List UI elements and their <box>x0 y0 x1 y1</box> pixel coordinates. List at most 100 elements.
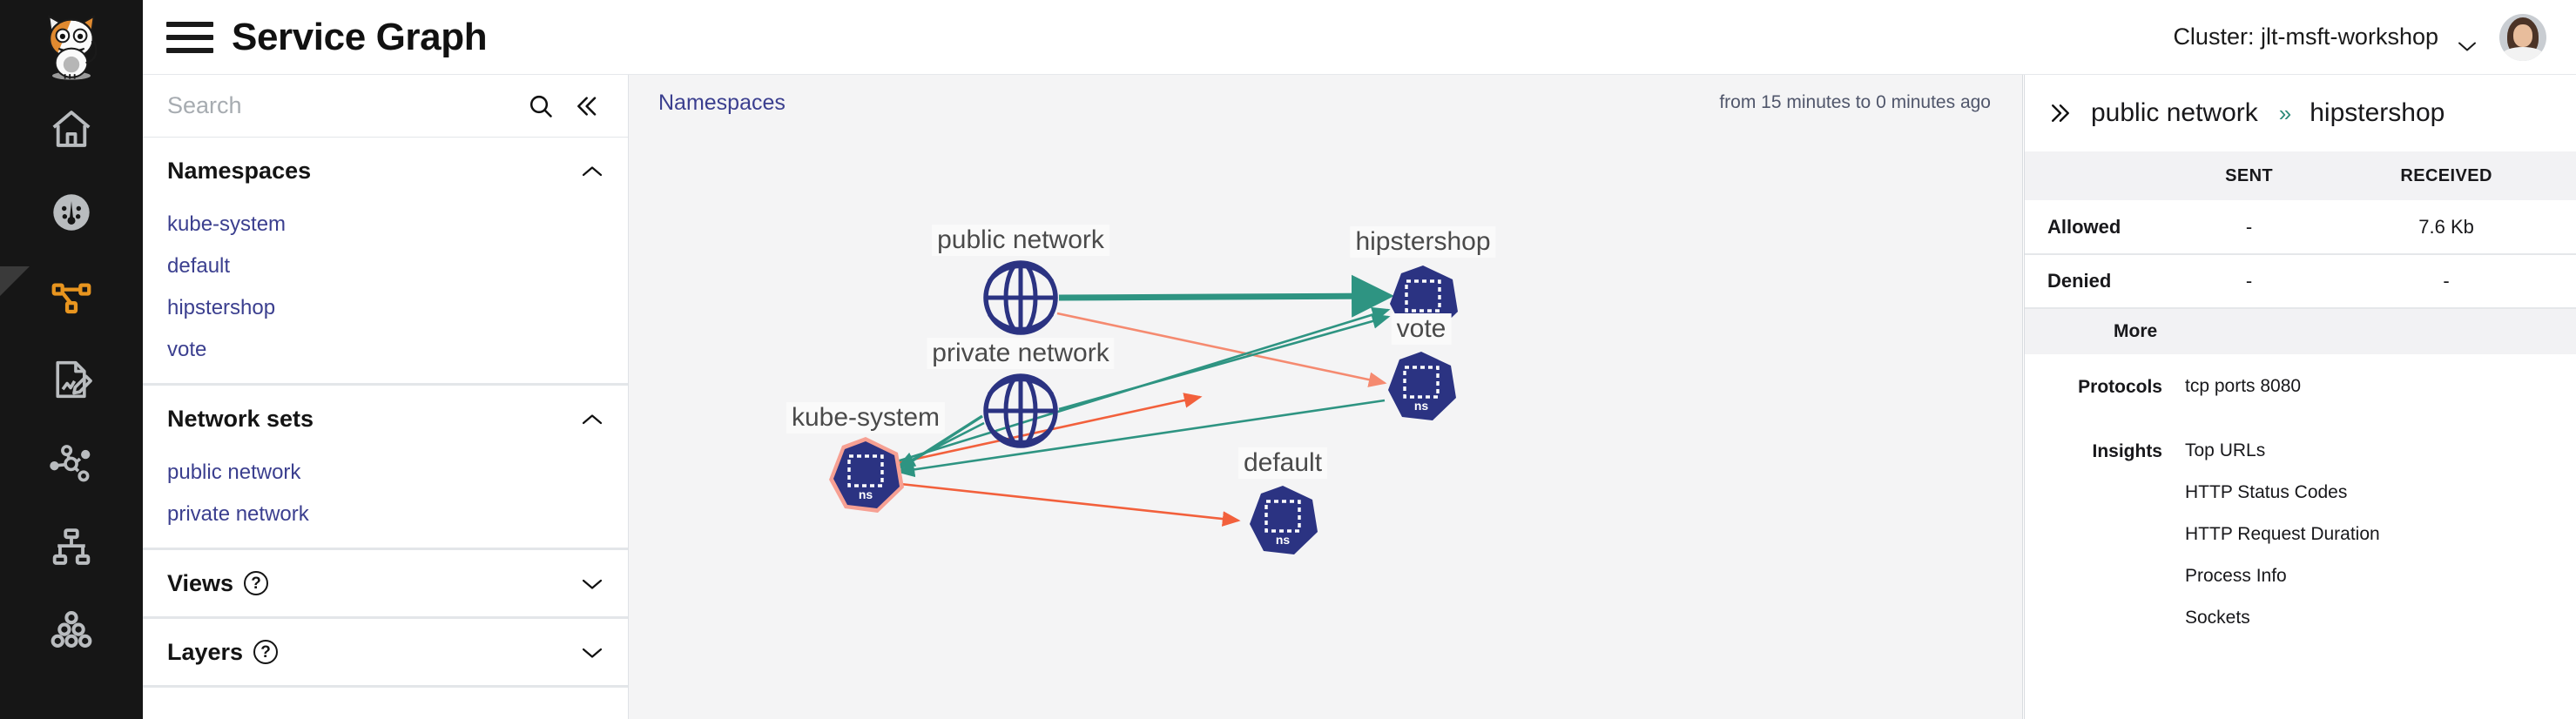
graph-node-kube-system[interactable]: ns <box>829 437 904 513</box>
traffic-table-header: SENT RECEIVED <box>2025 151 2576 200</box>
graph-node-vote[interactable]: ns <box>1388 352 1456 420</box>
graph-canvas-container: Namespaces from 15 minutes to 0 minutes … <box>629 75 2023 719</box>
chevron-down-icon <box>581 570 604 597</box>
avatar[interactable] <box>2499 13 2546 61</box>
insight-item-http-status-codes[interactable]: HTTP Status Codes <box>2185 482 2348 502</box>
chevron-double-right-icon[interactable] <box>2047 100 2074 126</box>
protocols-value-group: tcp ports 8080 <box>2185 354 2301 419</box>
insight-item-top-urls[interactable]: Top URLs <box>2185 440 2266 460</box>
edge-kube-system-to-public-network[interactable] <box>872 393 1203 470</box>
graph-node-label-kube-system: kube-system <box>786 402 946 433</box>
row-denied-received: - <box>2316 254 2576 309</box>
sidebar-item-hierarchy[interactable] <box>0 505 143 588</box>
graph-svg: ns ns ns <box>829 260 1458 554</box>
insight-item-sockets[interactable]: Sockets <box>2185 608 2250 628</box>
graph-node-label-vote: vote <box>1391 313 1452 345</box>
question-circle-icon[interactable]: ? <box>253 640 279 664</box>
sidebar-item-dashboard[interactable] <box>0 171 143 254</box>
sidebar-item-nodes[interactable] <box>0 421 143 505</box>
section-header-views[interactable]: Views ? <box>143 550 628 616</box>
traffic-table: SENT RECEIVED Allowed - 7.6 Kb Denied - … <box>2025 151 2576 309</box>
network-set-item[interactable]: private network <box>167 502 309 526</box>
row-label-denied: Denied <box>2025 254 2182 309</box>
edge-kube-system-to-default[interactable] <box>900 482 1241 527</box>
search-input[interactable] <box>167 92 518 119</box>
namespace-item[interactable]: kube-system <box>167 212 287 236</box>
namespace-item[interactable]: vote <box>167 338 207 361</box>
insight-item-process-info[interactable]: Process Info <box>2185 566 2287 586</box>
svg-text:ns: ns <box>1276 533 1291 547</box>
filter-panel: Namespaces kube-system default hipstersh… <box>143 75 629 719</box>
section-title: Layers <box>167 638 244 665</box>
graph-node-private-network[interactable] <box>983 373 1058 448</box>
graph-node-public-network[interactable] <box>983 260 1058 335</box>
row-label-allowed: Allowed <box>2025 200 2182 255</box>
traffic-table-col-blank <box>2025 151 2182 200</box>
hamburger-menu-icon[interactable] <box>164 21 216 53</box>
namespace-item[interactable]: hipstershop <box>167 296 276 319</box>
more-section-header[interactable]: More <box>2025 309 2576 354</box>
graph-node-label-private-network: private network <box>927 338 1115 369</box>
org-chart-icon <box>48 523 95 570</box>
graph-node-default[interactable]: ns <box>1250 486 1318 554</box>
graph-node-label-hipstershop: hipstershop <box>1350 226 1496 258</box>
traffic-table-col-received: RECEIVED <box>2316 151 2576 200</box>
svg-text:ns: ns <box>859 487 873 501</box>
edge-public-network-to-hipstershop[interactable] <box>1058 274 1394 318</box>
chevron-down-icon <box>581 639 604 666</box>
sidebar-item-service-graph[interactable] <box>0 254 143 338</box>
edge-vote-to-kube-system[interactable] <box>896 399 1386 478</box>
svg-text:ns: ns <box>1414 399 1429 413</box>
traffic-table-body: Allowed - 7.6 Kb Denied - - <box>2025 200 2576 309</box>
chevron-down-icon <box>2458 31 2477 51</box>
section-title: Views <box>167 569 234 596</box>
protocols-row: Protocols tcp ports 8080 <box>2025 354 2576 419</box>
detail-panel: public network » hipstershop SENT RECEIV… <box>2024 75 2576 719</box>
graph-header: Namespaces from 15 minutes to 0 minutes … <box>629 75 2022 131</box>
top-bar: Service Graph Cluster: jlt-msft-workshop <box>143 0 2576 75</box>
row-allowed-sent: - <box>2182 200 2317 255</box>
page-title: Service Graph <box>232 15 488 58</box>
chevron-double-left-icon[interactable] <box>563 92 609 120</box>
time-range-label: from 15 minutes to 0 minutes ago <box>1719 92 1991 112</box>
calico-cat-logo[interactable] <box>0 0 143 87</box>
cluster-selector[interactable]: Cluster: jlt-msft-workshop <box>2173 24 2477 51</box>
section-header-layers[interactable]: Layers ? <box>143 619 628 685</box>
table-row: Denied - - <box>2025 254 2576 309</box>
section-title: Namespaces <box>167 157 312 184</box>
sidebar-item-clusters[interactable] <box>0 588 143 672</box>
row-denied-sent: - <box>2182 254 2317 309</box>
sidebar-item-policies[interactable] <box>0 338 143 421</box>
globe-icon <box>983 373 1058 448</box>
home-icon <box>48 105 95 152</box>
question-circle-icon[interactable]: ? <box>244 571 269 595</box>
section-layers: Layers ? <box>143 619 628 688</box>
chevron-up-icon <box>581 158 604 185</box>
insight-item-http-request-duration[interactable]: HTTP Request Duration <box>2185 524 2380 544</box>
network-nodes-icon <box>48 440 95 487</box>
breadcrumb[interactable]: Namespaces <box>658 90 786 115</box>
network-set-item[interactable]: public network <box>167 460 301 484</box>
detail-target-label[interactable]: hipstershop <box>2310 98 2445 127</box>
edge-kube-system-to-private-network[interactable] <box>900 414 983 470</box>
insights-row: Insights Top URLs HTTP Status Codes HTTP… <box>2025 419 2576 650</box>
globe-icon <box>983 260 1058 335</box>
chevron-up-icon <box>581 406 604 433</box>
service-graph-diagram[interactable]: ns ns ns <box>629 124 2022 719</box>
detail-source-label[interactable]: public network <box>2091 98 2258 127</box>
row-allowed-received: 7.6 Kb <box>2316 200 2576 255</box>
top-bar-right: Cluster: jlt-msft-workshop <box>2173 13 2576 61</box>
section-header-namespaces[interactable]: Namespaces <box>143 138 628 204</box>
search-icon[interactable] <box>518 92 563 120</box>
namespace-item[interactable]: default <box>167 254 231 278</box>
section-network-sets: Network sets public network private netw… <box>143 386 628 550</box>
edge-public-network-to-vote[interactable] <box>1056 312 1387 387</box>
section-header-network-sets[interactable]: Network sets <box>143 386 628 452</box>
gauge-dashboard-icon <box>48 189 95 236</box>
detail-panel-header: public network » hipstershop <box>2025 75 2576 151</box>
service-graph-icon <box>48 272 95 319</box>
left-icon-rail <box>0 0 143 719</box>
edge-kube-system-to-hipstershop[interactable] <box>896 306 1391 463</box>
sidebar-item-home[interactable] <box>0 87 143 171</box>
